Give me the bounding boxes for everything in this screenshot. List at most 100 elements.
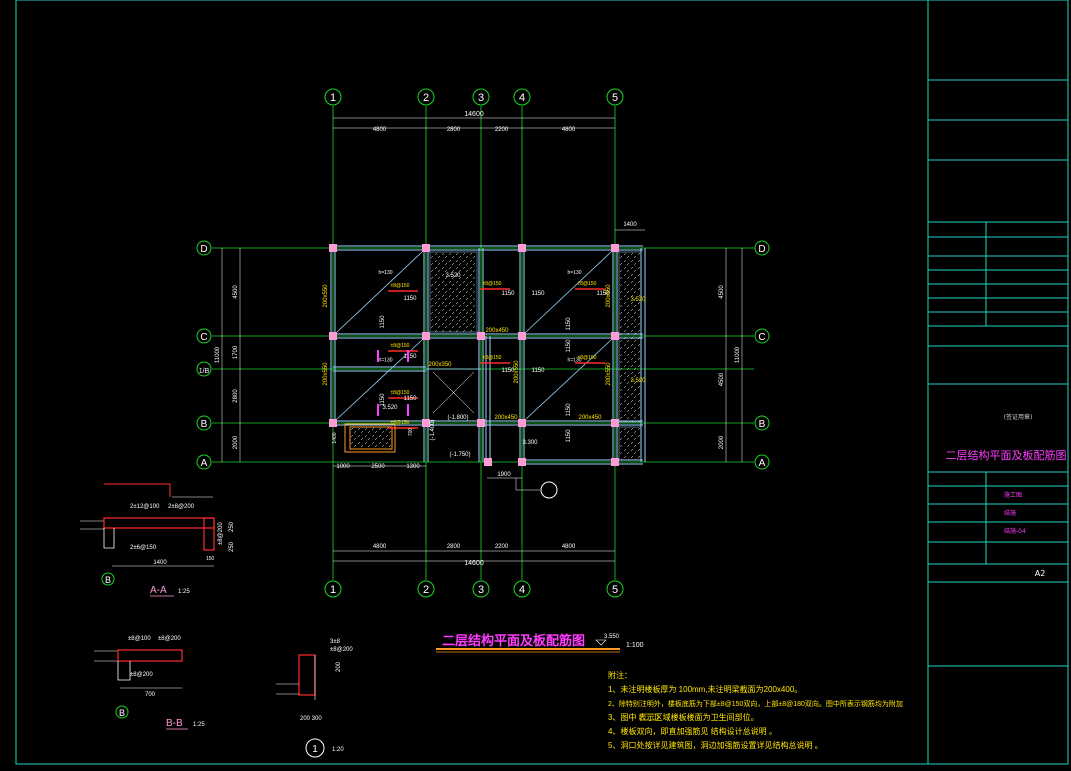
notes-hatch-swatch	[639, 713, 659, 721]
axis-label-B-right: B	[759, 419, 766, 430]
section-b-b-detail[interactable]: B ±8@100 ±8@200 ±8@200 700 B-B 1:25	[94, 636, 205, 730]
rebar-spec-7: ±8@150	[391, 390, 410, 396]
stair-dim-700: 700	[408, 428, 414, 437]
dim-bottom-small-2: 2500	[371, 464, 385, 470]
dim-bottom-small-1: 1000	[336, 464, 350, 470]
axis-label-B-left: B	[201, 419, 208, 430]
title-block: (签证用章) 二层结构平面及板配筋图 施工图 结施 结施-04 A2	[946, 413, 1067, 578]
rebar-spec-4: ±8@150	[391, 343, 410, 349]
stamp-label: (签证用章)	[1004, 413, 1033, 421]
axis-label-3-top: 3	[478, 92, 484, 104]
axis-bubble-1-bottom	[324, 580, 342, 598]
slab-thickness-label-4: h=130	[567, 358, 581, 364]
detail-1-callout	[540, 481, 558, 499]
section-aa-axis-marker: B	[105, 575, 111, 585]
dim-right-1: 4500	[719, 285, 725, 299]
dim-left-outer: 11000	[215, 346, 221, 363]
axis-bubble-5-top	[606, 88, 624, 106]
axis-bubble-C-right	[754, 328, 770, 344]
beam-size-7: 200x550	[514, 360, 520, 384]
section-aa-dim-250b: 250	[229, 541, 235, 552]
column-9	[611, 332, 619, 340]
axis-bubble-D-right	[754, 240, 770, 256]
beam-size-4: 200x450	[578, 415, 602, 421]
title-block-sheet-no: 结施-04	[1004, 527, 1026, 535]
column-8	[518, 332, 526, 340]
neg-elevation-1: (-1.800)	[447, 415, 468, 421]
rebar-spec-5: ±8@150	[483, 355, 502, 361]
axis-bubble-4-top	[513, 88, 531, 106]
section-bb-rebar-3: ±8@200	[130, 672, 153, 678]
dim-top-span-4: 4800	[562, 127, 576, 133]
drawing-title-scale: 1:100	[626, 642, 644, 649]
stair-box-outline	[344, 423, 396, 453]
axis-bubble-1/B-left	[196, 361, 212, 377]
dim-bottom-overall: 14600	[464, 560, 484, 567]
detail-1-rebar-2: ±8@200	[330, 647, 353, 653]
section-aa-rebar-2: 2±8@200	[168, 504, 195, 510]
detail-1[interactable]: 3±8 ±8@200 200 200 300 1 1:20	[276, 639, 353, 758]
axis-bubble-B-left	[196, 415, 212, 431]
axis-label-4-top: 4	[519, 92, 525, 104]
beam-size-6: 200x550	[323, 362, 329, 386]
axis-label-4-bottom: 4	[519, 584, 525, 596]
column-15	[484, 458, 492, 466]
axis-bubble-4-bottom	[513, 580, 531, 598]
dim-left-4: 2000	[233, 435, 239, 449]
axis-label-C-right: C	[758, 332, 765, 343]
dim-bottom-span-1: 4800	[373, 544, 387, 550]
rebar-length-vert-2: 1150	[380, 393, 386, 407]
beam-size-8: 200x550	[606, 284, 612, 308]
outer-border	[15, 0, 1069, 765]
column-13	[518, 419, 526, 427]
dim-right-top-1400: 1400	[623, 222, 637, 228]
axis-label-3-bottom: 3	[478, 584, 484, 596]
drawing-frame	[15, 0, 1069, 765]
rebar-length-4: 1150	[597, 291, 611, 297]
axis-label-D-right: D	[758, 244, 765, 255]
notes-line-3: 3、图中 表示区域楼板楼面为卫生间部位。	[608, 712, 759, 722]
drawing-title-text: 二层结构平面及板配筋图	[442, 633, 585, 648]
rebar-length-6: 1150	[502, 368, 516, 374]
axis-label-2-top: 2	[423, 92, 429, 104]
rebar-length-8: 1150	[404, 396, 418, 402]
dim-bottom-span-2: 2800	[447, 544, 461, 550]
axis-bubble-2-top	[417, 88, 435, 106]
rebar-length-3: 1150	[532, 291, 546, 297]
axis-bubble-B-right	[754, 415, 770, 431]
notes-block: 附注： 1、未注明楼板厚为 100mm,未注明梁截面为200x400。 2、除特…	[608, 670, 903, 750]
axis-bubble-5-bottom	[606, 580, 624, 598]
section-bb-axis-marker: B	[119, 708, 125, 718]
rebar-length-vert-4: 1150	[566, 403, 572, 417]
section-aa-rebar-3: 2±6@150	[130, 545, 157, 551]
section-bb-label: B-B	[166, 718, 183, 729]
detail-1-label: 1	[312, 744, 318, 755]
axis-label-1-bottom: 1	[330, 584, 336, 596]
drawing-title: 二层结构平面及板配筋图 3.550 1:100	[436, 633, 644, 653]
notes-line-1: 1、未注明楼板厚为 100mm,未注明梁截面为200x400。	[608, 684, 802, 694]
elevation-4: 3.300	[522, 440, 538, 446]
dim-top-span-2: 2800	[447, 127, 461, 133]
section-a-a-detail[interactable]: B 2±12@100 2±8@200 2±6@150 ±8@200 250 25…	[80, 483, 235, 597]
dim-top-span-3: 2200	[495, 127, 509, 133]
dim-bottom-small-3: 1300	[406, 464, 420, 470]
rebar-length-vert-5: 1150	[566, 339, 572, 353]
toilet-area-2	[618, 251, 642, 423]
axis-bubble-3-top	[472, 88, 490, 106]
dim-right-2: 4500	[719, 372, 725, 386]
beam-size-9: 200x550	[606, 362, 612, 386]
rebar-length-2: 1150	[502, 291, 516, 297]
column-10	[329, 419, 337, 427]
notes-line-5: 5、洞口处按详见建筑图，洞边加强筋设置详见结构总说明 。	[608, 740, 823, 750]
beam-size-2: 200x350	[428, 362, 452, 368]
notes-line-2: 2、除特别注明外，楼板底筋为下部±8@150双向，上部±8@180双向。图中所表…	[608, 699, 903, 708]
title-block-discipline: 结施	[1004, 509, 1016, 517]
axis-bubble-2-bottom	[417, 580, 435, 598]
rebar-length-7: 1150	[532, 368, 546, 374]
axis-bubble-D-left	[196, 240, 212, 256]
section-aa-dim-150: 150	[206, 556, 215, 562]
axis-label-A-left: A	[201, 458, 208, 469]
column-16	[518, 458, 526, 466]
